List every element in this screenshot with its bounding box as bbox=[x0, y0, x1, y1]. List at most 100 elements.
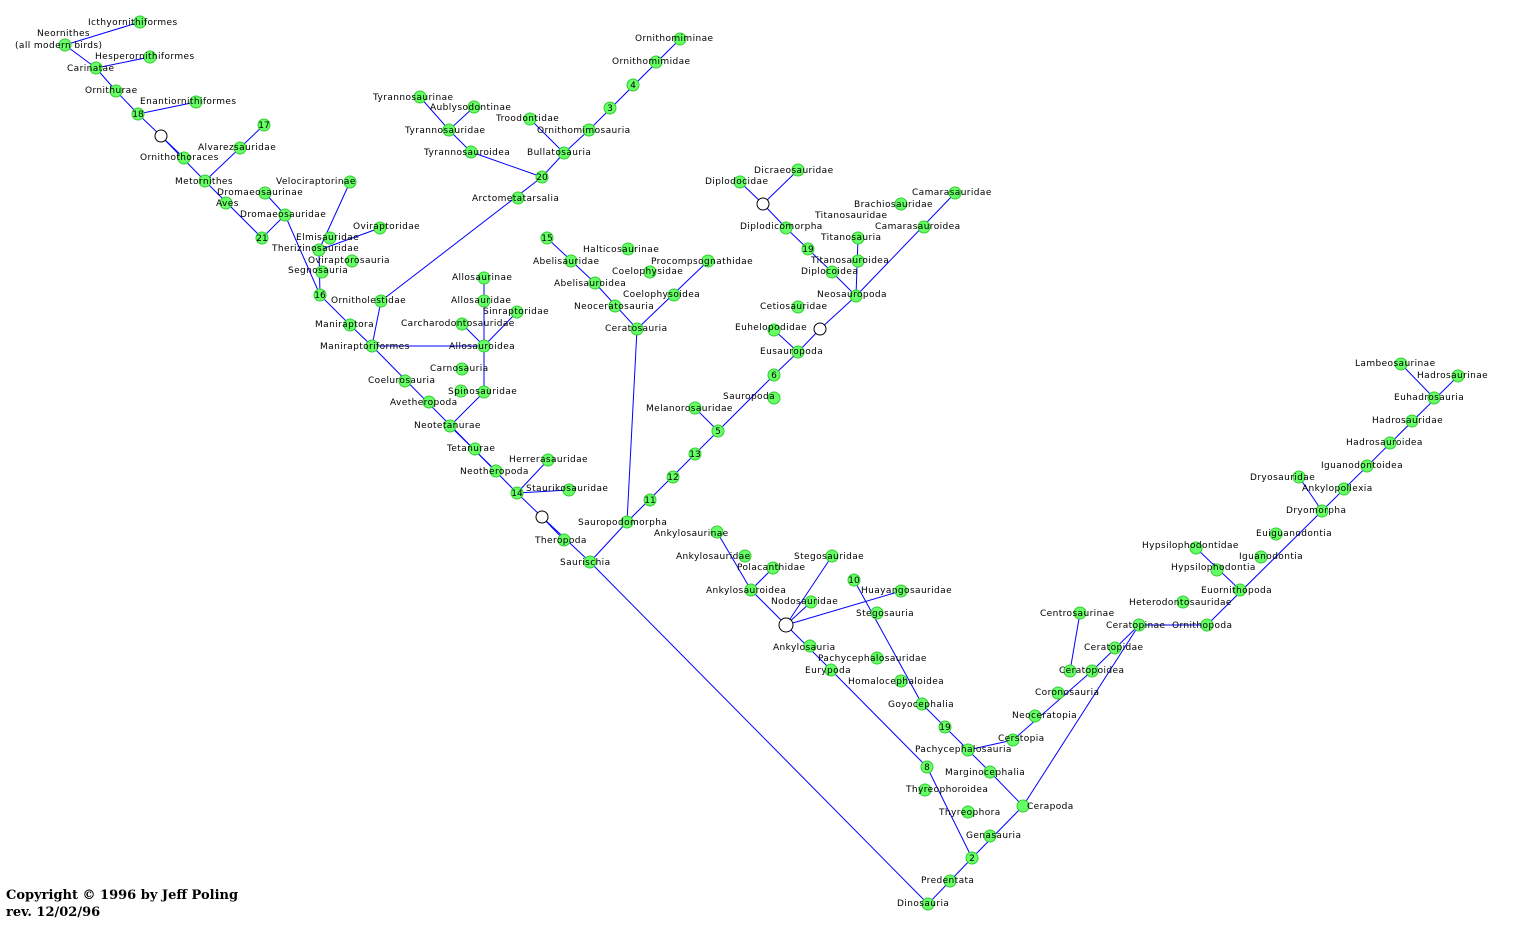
clade-node bbox=[345, 254, 359, 268]
clade-node bbox=[398, 374, 412, 388]
taxon-label-halticosaurinae: Halticosaurinae bbox=[583, 245, 659, 255]
clade-node bbox=[198, 174, 212, 188]
branch-line bbox=[529, 118, 565, 154]
branch-line bbox=[762, 169, 799, 205]
clade-node bbox=[510, 305, 524, 319]
taxon-label-allosauroidea: Allosauroidea bbox=[449, 342, 515, 352]
taxon-label-titanosauroidea: Titanosauroidea bbox=[810, 256, 889, 266]
taxon-label-pachycephalosauridae: Pachycephalosauridae bbox=[818, 654, 927, 664]
taxon-label-neornithes: Neornithes bbox=[37, 29, 90, 39]
taxon-label-dromaeosaurinae: Dromaeosaurinae bbox=[217, 188, 303, 198]
clade-node bbox=[1051, 686, 1065, 700]
taxon-label-camarasauridae: Camarasauridae bbox=[912, 188, 992, 198]
branch-line bbox=[449, 391, 485, 427]
branch-line bbox=[855, 192, 956, 297]
taxon-label-iguanodontoidea: Iguanodontoidea bbox=[1321, 461, 1403, 471]
taxon-label-heterodontosauridae: Heterodontosauridae bbox=[1129, 598, 1232, 608]
clade-node bbox=[1383, 436, 1397, 450]
clade-node bbox=[278, 208, 292, 222]
clade-node bbox=[1394, 357, 1408, 371]
open-node-circle bbox=[756, 197, 770, 211]
clade-node bbox=[767, 368, 781, 382]
taxon-label-therizinosauridae: Therizinosauridae bbox=[271, 244, 359, 254]
taxon-label-goyocephalia: Goyocephalia bbox=[888, 700, 954, 710]
taxon-label-sinraptoridae: Sinraptoridae bbox=[483, 307, 549, 317]
clade-node bbox=[603, 101, 617, 115]
clade-node bbox=[454, 384, 468, 398]
node-number-label: 8 bbox=[924, 763, 930, 773]
clade-node bbox=[1073, 606, 1087, 620]
taxon-label-nodosauridae: Nodosauridae bbox=[771, 597, 838, 607]
branch-line bbox=[95, 56, 151, 69]
taxon-label-icthyornithiformes: Icthyornithiformes bbox=[88, 18, 178, 28]
taxon-label-troodontidae: Troodontidae bbox=[495, 114, 559, 124]
branch-line bbox=[785, 555, 833, 626]
taxon-label-hadrosaurinae: Hadrosaurinae bbox=[1417, 371, 1488, 381]
clade-node bbox=[58, 38, 72, 52]
clade-node bbox=[1189, 541, 1203, 555]
clade-node bbox=[938, 720, 952, 734]
taxon-label-thyreophoroidea: Thyreophoroidea bbox=[905, 785, 988, 795]
clade-node bbox=[801, 242, 815, 256]
clade-node bbox=[541, 453, 555, 467]
clade-node bbox=[744, 583, 758, 597]
clade-node bbox=[738, 549, 752, 563]
node-number-label: 3 bbox=[607, 104, 613, 114]
clade-node bbox=[1210, 563, 1224, 577]
clade-node bbox=[643, 265, 657, 279]
clade-node bbox=[767, 391, 781, 405]
clade-node bbox=[766, 561, 780, 575]
clade-node bbox=[510, 486, 524, 500]
clade-node bbox=[620, 515, 634, 529]
taxon-label-diplodicomorpha: Diplodicomorpha bbox=[740, 222, 823, 232]
taxon-label-all-modern-birds: (all modern birds) bbox=[15, 41, 102, 51]
taxon-label-titanosauridae: Titanosauridae bbox=[814, 211, 888, 221]
taxon-label-dicraeosauridae: Dicraeosauridae bbox=[754, 166, 834, 176]
taxon-label-neoceratopia: Neoceratopia bbox=[1012, 711, 1077, 721]
clade-node bbox=[133, 15, 147, 29]
clade-node bbox=[535, 170, 549, 184]
clade-node bbox=[312, 243, 326, 257]
branch-line bbox=[716, 531, 752, 591]
clade-node bbox=[701, 254, 715, 268]
clade-node bbox=[1360, 459, 1374, 473]
clade-node bbox=[489, 464, 503, 478]
taxon-label-ornithomiminae: Ornithomiminae bbox=[635, 34, 714, 44]
clade-node bbox=[948, 186, 962, 200]
taxon-label-diplodocidae: Diplodocidae bbox=[705, 177, 768, 187]
branch-line bbox=[971, 805, 1024, 859]
taxon-label-euhelopodidae: Euhelopodidae bbox=[735, 323, 807, 333]
branch-line bbox=[204, 180, 263, 239]
taxon-label-ornithopoda: Ornithopoda bbox=[1172, 621, 1232, 631]
clade-node bbox=[562, 483, 576, 497]
copyright-text: Copyright © 1996 by Jeff Poling bbox=[6, 888, 239, 903]
node-number-label: 19 bbox=[939, 723, 951, 733]
taxon-label-staurikosauridae: Staurikosauridae bbox=[526, 484, 608, 494]
taxon-label-coelophysoidea: Coelophysoidea bbox=[623, 290, 700, 300]
clade-node bbox=[847, 573, 861, 587]
clade-node bbox=[442, 123, 456, 137]
node-number-label: 19 bbox=[802, 245, 814, 255]
clade-node bbox=[258, 186, 272, 200]
taxon-label-elmisauridae: Elmisauridae bbox=[296, 233, 359, 243]
taxon-label-ankylopollexia: Ankylopollexia bbox=[1302, 484, 1373, 494]
clade-node bbox=[523, 112, 537, 126]
taxon-label-ornithurae: Ornithurae bbox=[85, 86, 138, 96]
node-number-label: 12 bbox=[667, 473, 678, 483]
clade-node bbox=[1233, 583, 1247, 597]
clade-node bbox=[313, 288, 327, 302]
taxon-label-oviraptoridae: Oviraptoridae bbox=[353, 222, 420, 232]
clade-node bbox=[649, 55, 663, 69]
clade-node bbox=[1315, 504, 1329, 518]
clade-node bbox=[374, 294, 388, 308]
taxon-label-euornithopoda: Euornithopoda bbox=[1201, 586, 1272, 596]
taxon-label-marginocephalia: Marginocephalia bbox=[945, 768, 1025, 778]
branch-line bbox=[371, 300, 382, 347]
clade-node bbox=[477, 339, 491, 353]
node-number-label: 5 bbox=[715, 427, 721, 437]
clade-node bbox=[1254, 550, 1268, 564]
taxon-label-aves: Aves bbox=[216, 199, 239, 209]
taxon-label-coronosauria: Coronosauria bbox=[1035, 688, 1099, 698]
